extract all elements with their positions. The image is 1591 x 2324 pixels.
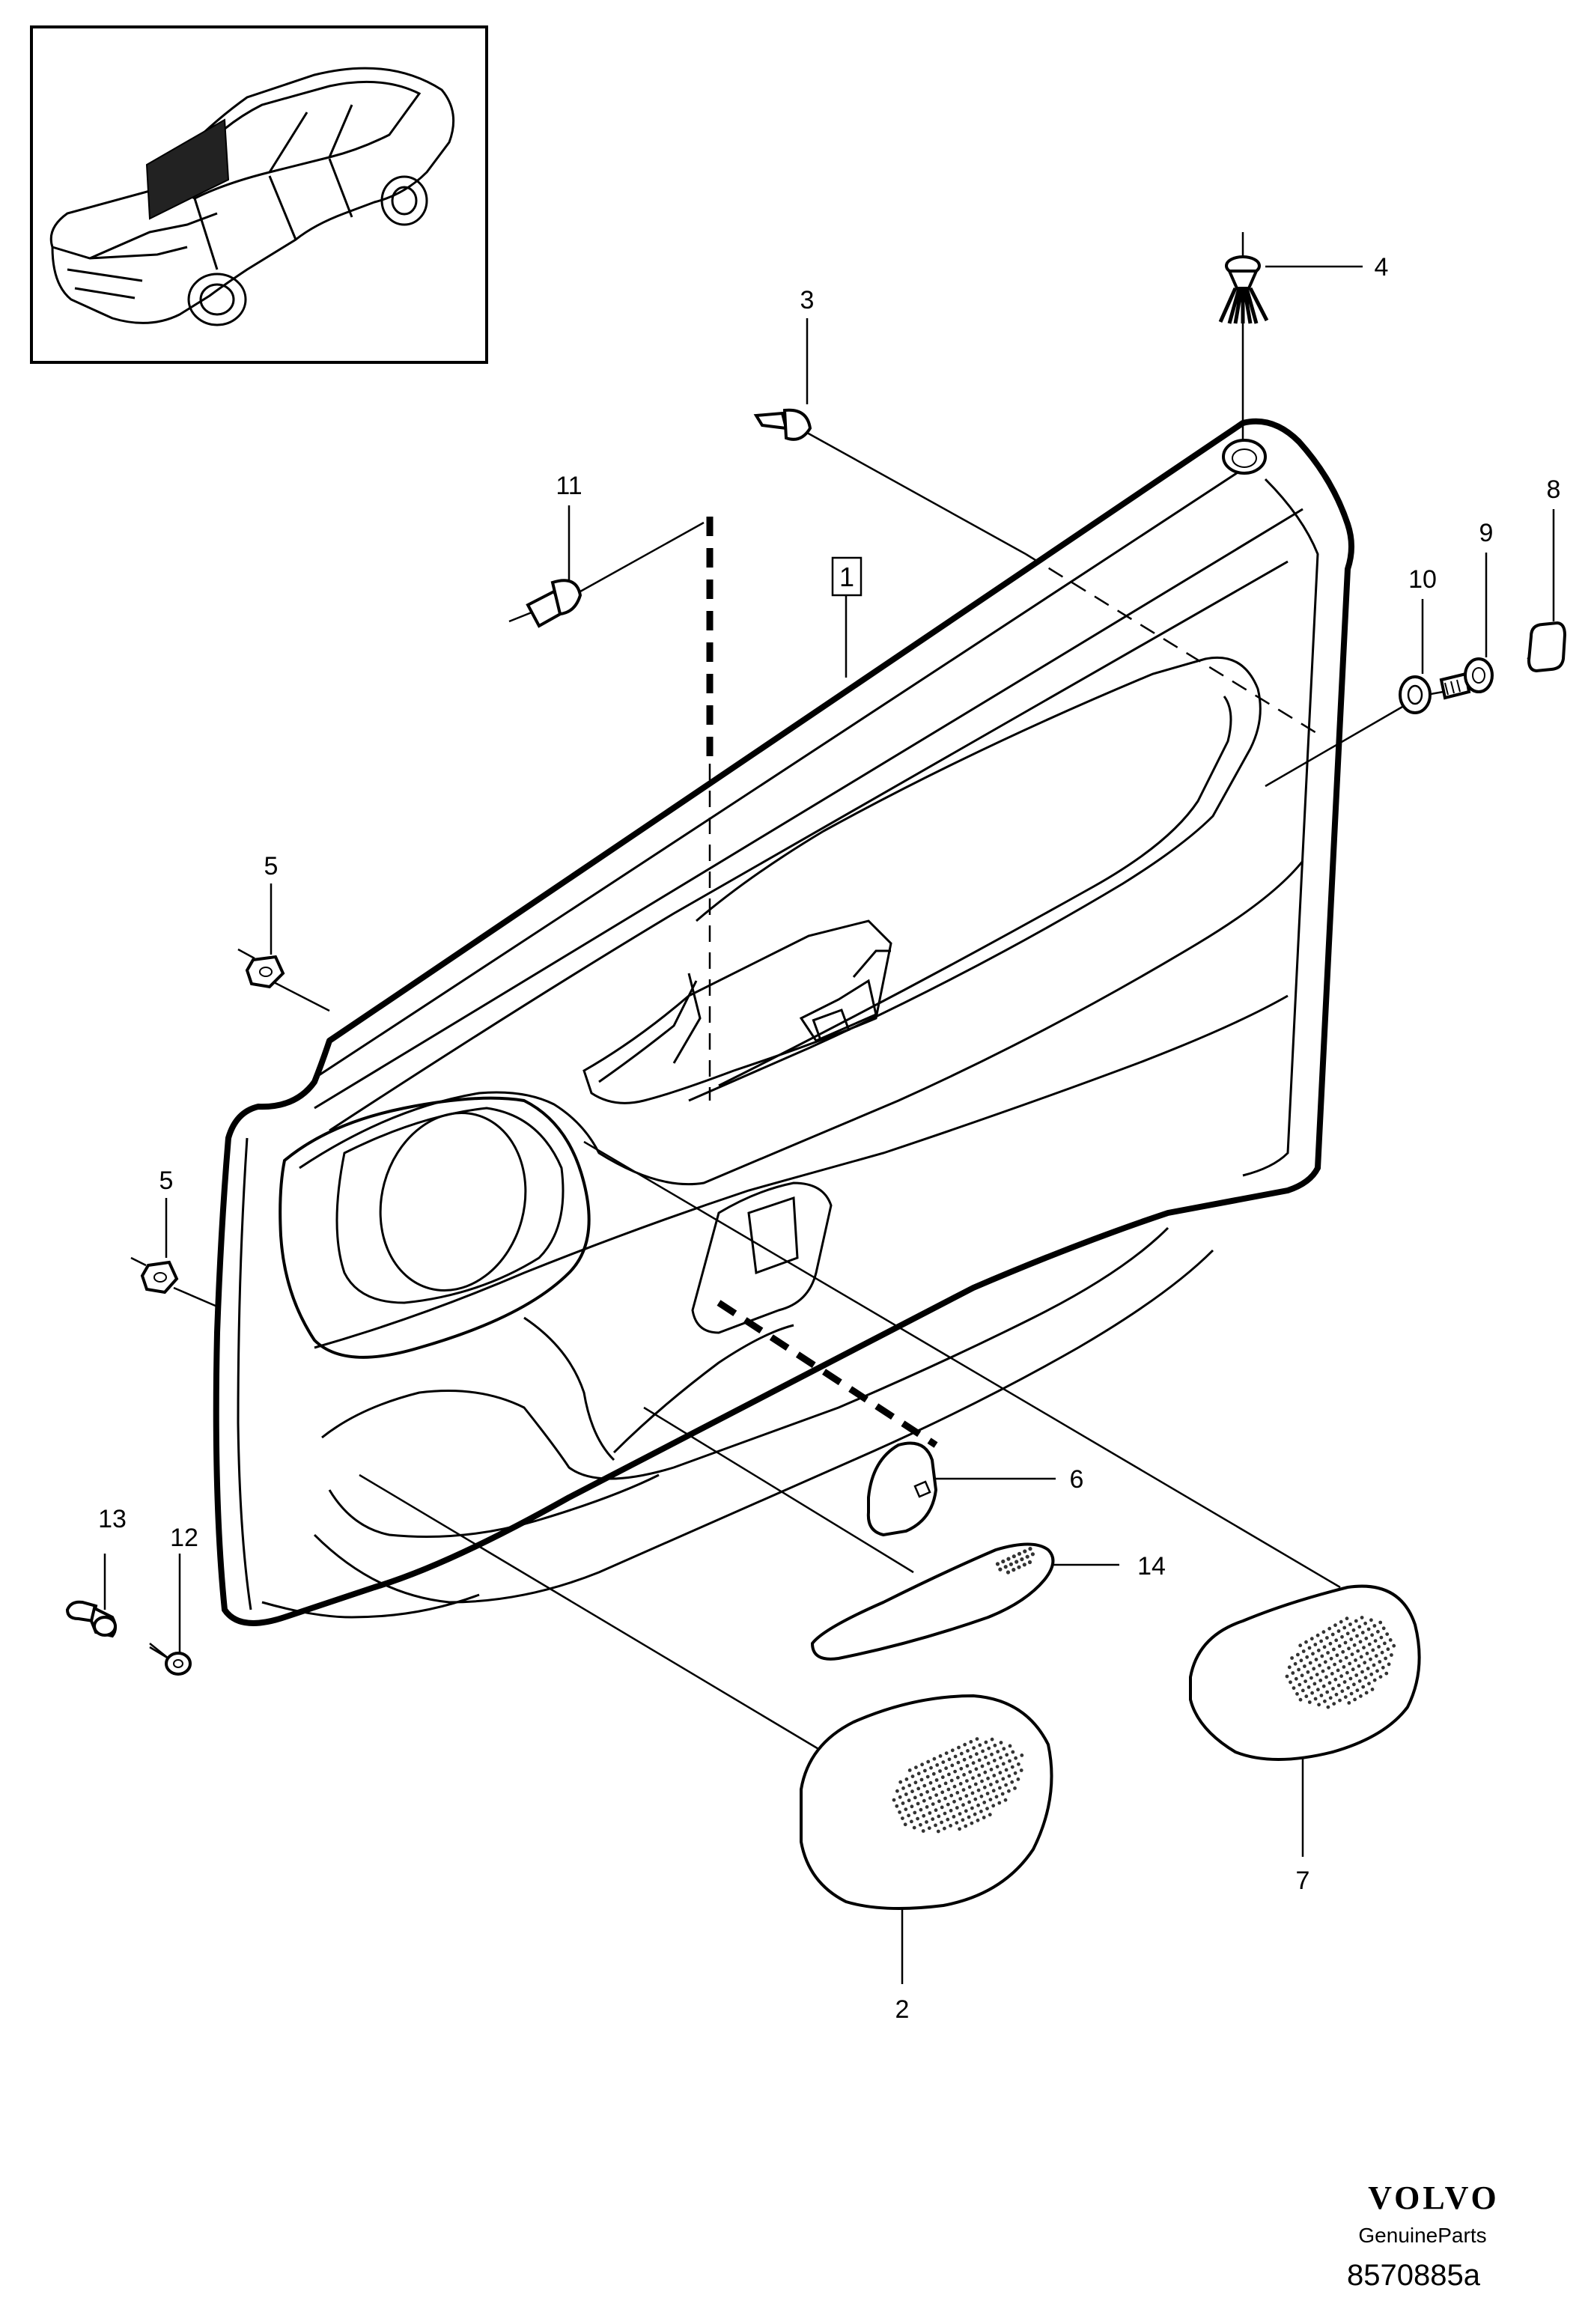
callout-8: 8 — [1547, 475, 1561, 504]
callout-5-lower: 5 — [159, 1166, 174, 1195]
callout-9: 9 — [1479, 519, 1494, 547]
callout-6: 6 — [1070, 1465, 1084, 1494]
cover-cap-icon — [1527, 621, 1567, 673]
callout-14: 14 — [1137, 1552, 1166, 1581]
door-trim-panel — [213, 418, 1354, 1626]
brush-clip-icon — [1218, 232, 1269, 324]
perforation-dots — [995, 1547, 1035, 1575]
socket-hole-icon — [1222, 439, 1267, 475]
footer: VOLVO GenuineParts 8570885a — [1347, 2179, 1500, 2292]
speaker-grille-left-icon — [800, 1694, 1053, 1910]
callout-box — [831, 556, 863, 597]
highlighted-door-panel — [145, 118, 230, 220]
speaker-mesh — [1285, 1616, 1396, 1709]
nut-icon — [237, 948, 285, 989]
bolt-icon — [65, 1600, 117, 1638]
callout-7: 7 — [1296, 1867, 1310, 1895]
handle-cover-icon — [866, 1441, 938, 1537]
washer-icon — [1399, 675, 1432, 714]
callout-labels: 1 2 3 4 5 5 6 7 8 9 10 11 12 13 14 — [98, 253, 1560, 2024]
grille-strip-icon — [810, 1542, 1055, 1661]
callout-10: 10 — [1408, 565, 1437, 594]
trim-clip-icon — [508, 579, 582, 628]
brand-subtitle: GenuineParts — [1358, 2224, 1486, 2247]
callout-2: 2 — [895, 1995, 910, 2024]
screw-icon — [1439, 657, 1494, 700]
locator-inset — [30, 25, 488, 364]
leader-lines — [103, 322, 1554, 1984]
callout-13: 13 — [98, 1505, 127, 1533]
speaker-grille-right-icon — [1189, 1584, 1421, 1761]
nut-icon — [130, 1256, 179, 1295]
diagram-reference: 8570885a — [1347, 2259, 1481, 2292]
callout-5-upper: 5 — [264, 852, 279, 880]
callout-11: 11 — [556, 472, 582, 500]
callout-12: 12 — [170, 1524, 198, 1552]
brand-logo: VOLVO — [1368, 2179, 1500, 2216]
speaker-mesh — [892, 1737, 1024, 1834]
callout-4: 4 — [1375, 253, 1389, 282]
callout-3: 3 — [800, 286, 815, 314]
callout-1: 1 — [839, 562, 854, 592]
screw-icon — [149, 1646, 192, 1676]
push-pin-icon — [753, 408, 812, 441]
